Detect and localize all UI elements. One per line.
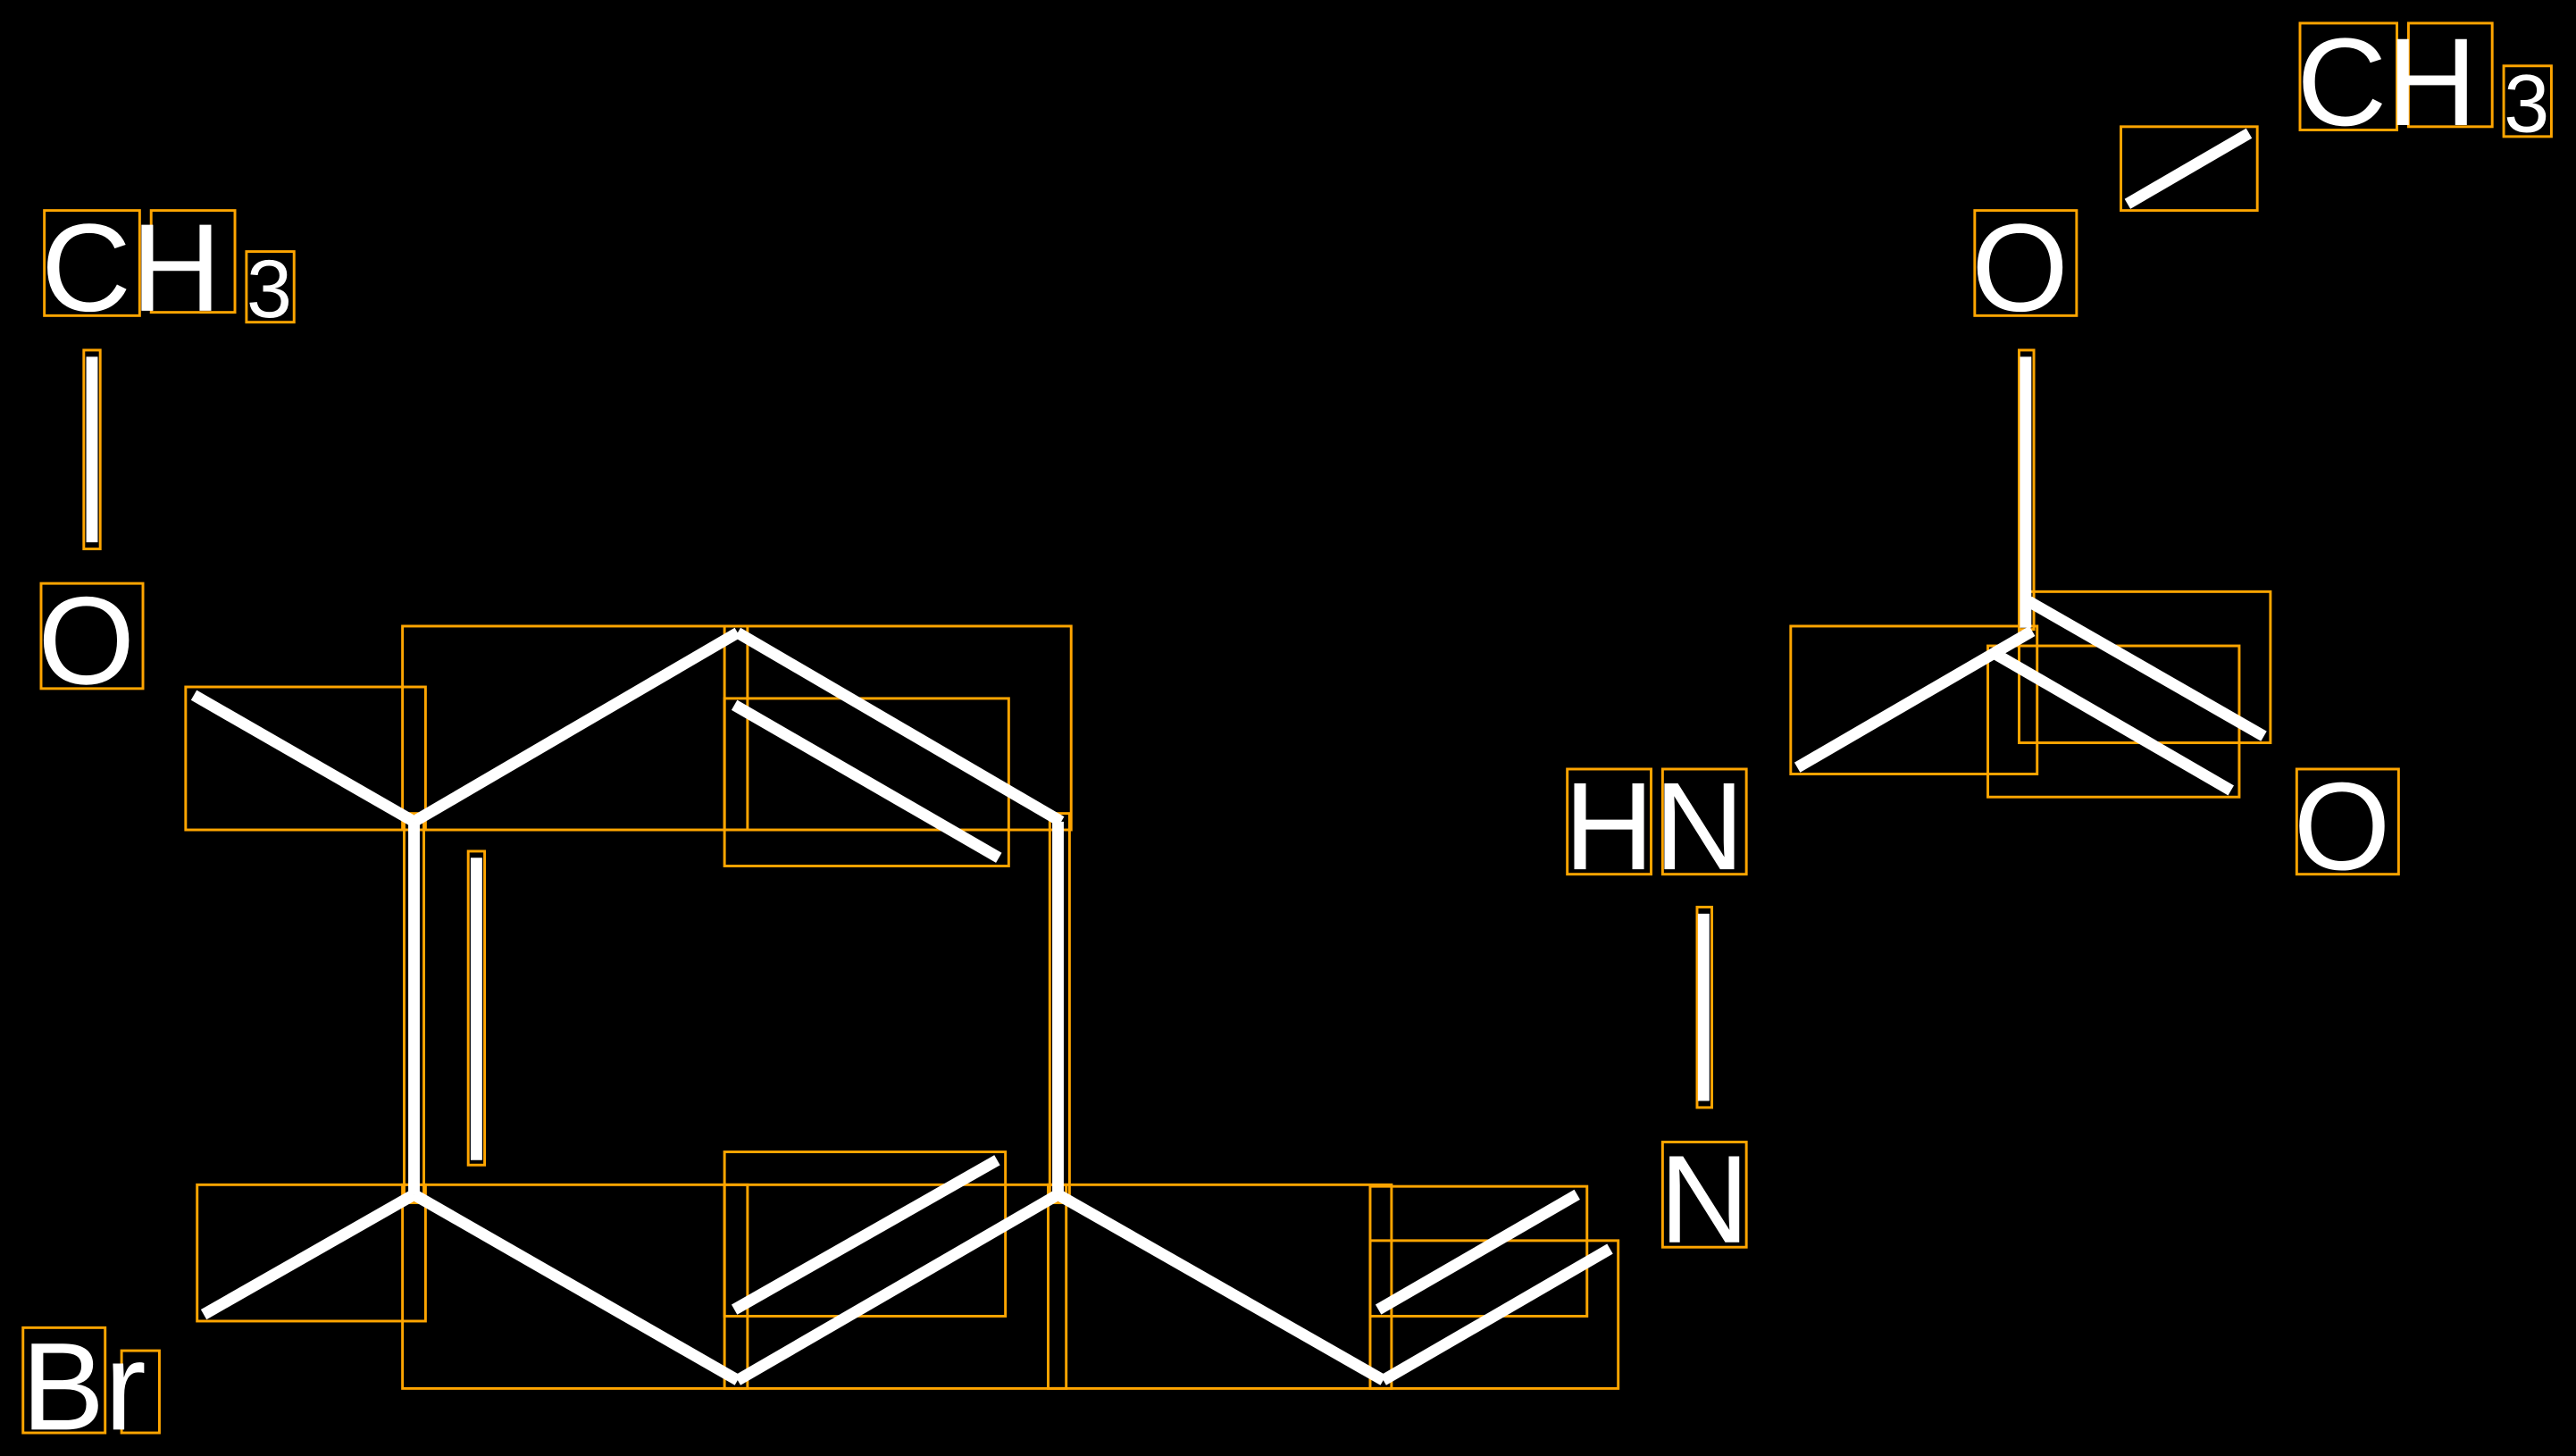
bond bbox=[1055, 1189, 1386, 1385]
bond bbox=[190, 690, 417, 827]
bromine-label: Br bbox=[21, 1316, 146, 1456]
bond bbox=[411, 1189, 741, 1385]
bond bbox=[1375, 1189, 1580, 1315]
nitrogen-label: N bbox=[1660, 1129, 1750, 1269]
methoxy-subscript: 3 bbox=[247, 244, 292, 335]
annotation-boxes bbox=[21, 21, 2553, 1435]
methoxy-oxygen-label: O bbox=[38, 570, 135, 710]
atom-labels: CH 3 O Br HN N O O CH 3 bbox=[21, 12, 2549, 1456]
bond bbox=[200, 1189, 417, 1320]
bond bbox=[1380, 1243, 1613, 1385]
bond bbox=[2124, 128, 2253, 209]
carbonyl-oxygen-label: O bbox=[2294, 756, 2391, 896]
ester-oxygen-label: O bbox=[1971, 197, 2069, 338]
bonds bbox=[86, 128, 2267, 1385]
bond bbox=[734, 1189, 1061, 1385]
bond bbox=[731, 699, 1002, 863]
methoxy-carbon-label: CH bbox=[41, 197, 222, 338]
bond bbox=[734, 627, 1065, 827]
ester-methyl-label: CH bbox=[2296, 12, 2477, 152]
ester-methyl-subscript: 3 bbox=[2504, 58, 2549, 149]
nh-label: HN bbox=[1564, 756, 1744, 896]
bond bbox=[2026, 596, 2267, 741]
bond bbox=[731, 1155, 1000, 1315]
bond bbox=[411, 627, 741, 827]
bond bbox=[1989, 647, 2234, 796]
